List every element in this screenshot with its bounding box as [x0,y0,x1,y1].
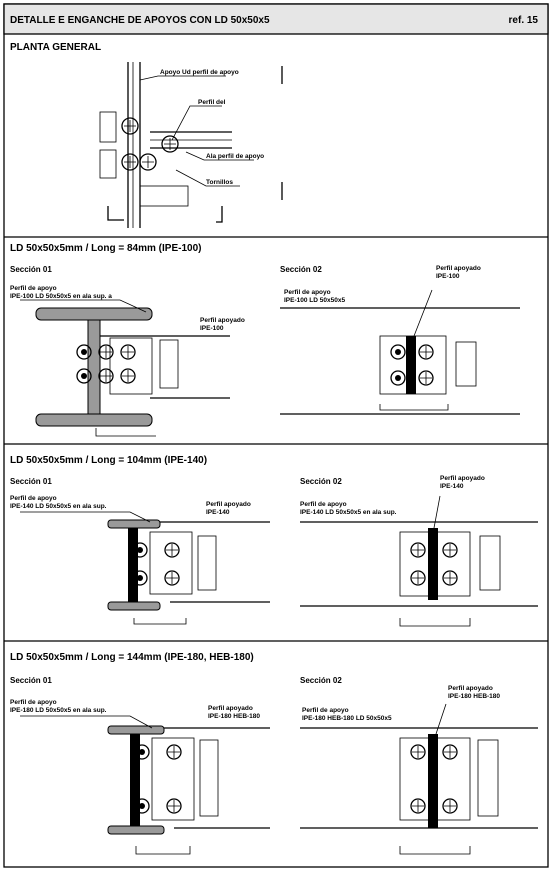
sheet-number: ref. 15 [509,15,539,26]
section-label: Sección 01 [10,477,52,486]
callout-label: IPE-100 [200,325,224,332]
bolt-icon [132,570,148,586]
section-label: Sección 02 [280,265,322,274]
bolt-icon [76,344,92,360]
bolt-icon [442,798,458,814]
callout-label: IPE-100 LD 50x50x5 en ala sup. a [10,293,112,300]
callout-label: Perfil de apoyo [300,501,347,508]
callout-label: Perfil apoyado [448,685,493,692]
bolt-icon [164,570,180,586]
section-label: Sección 02 [300,477,342,486]
callout-label: Apoyo Ud perfil de apoyo [160,69,239,76]
bolt-icon [98,344,114,360]
callout-label: IPE-140 [206,509,230,516]
bolt-icon [121,117,139,135]
bolt-icon [120,344,136,360]
bolt-icon [442,542,458,558]
callout-label: Perfil de apoyo [10,495,57,502]
bolt-icon [418,344,434,360]
callout-label: Perfil apoyado [436,265,481,272]
bolt-icon [390,370,406,386]
detail-panel-ipe100: LD 50x50x5mm / Long = 84mm (IPE-100) Sec… [10,243,520,437]
callout-label: Tornillos [206,179,233,186]
callout-label: Perfil apoyado [208,705,253,712]
sheet-title: DETALLE E ENGANCHE DE APOYOS CON LD 50x5… [10,15,270,26]
bolt-icon [164,542,180,558]
bolt-icon [410,744,426,760]
panel-title: LD 50x50x5mm / Long = 84mm (IPE-100) [10,243,201,254]
bolt-icon [134,744,150,760]
bolt-icon [132,542,148,558]
bolt-icon [418,370,434,386]
bolt-icon [166,798,182,814]
bolt-icon [76,368,92,384]
bolt-icon [134,798,150,814]
bolt-icon [121,153,139,171]
callout-label: IPE-140 LD 50x50x5 en ala sup. [300,509,397,516]
callout-label: IPE-100 LD 50x50x5 [284,297,345,304]
section-label: Sección 02 [300,676,342,685]
panel-title: PLANTA GENERAL [10,42,101,53]
sheet-border [3,3,549,868]
section-label: Sección 01 [10,265,52,274]
section-label: Sección 01 [10,676,52,685]
callout-label: Perfil apoyado [200,317,245,324]
callout-label: Perfil de apoyo [10,699,57,706]
detail-panel-ipe180: LD 50x50x5mm / Long = 144mm (IPE-180, HE… [10,652,538,855]
panel-title: LD 50x50x5mm / Long = 104mm (IPE-140) [10,455,207,466]
bolt-icon [139,153,157,171]
callout-label: Perfil apoyado [206,501,251,508]
bolt-icon [410,570,426,586]
bolt-icon [442,744,458,760]
callout-label: IPE-180 HEB-180 [448,693,500,700]
callout-label: Perfil del [198,99,226,106]
callout-label: IPE-100 [436,273,460,280]
bolt-icon [410,798,426,814]
plan-view-panel: PLANTA GENERAL Apoyo Ud perfil de apoyo … [10,42,283,228]
bolt-icon [161,135,179,153]
bolt-icon [390,344,406,360]
callout-label: IPE-140 [440,483,464,490]
bolt-icon [166,744,182,760]
bolt-icon [442,570,458,586]
detail-panel-ipe140: LD 50x50x5mm / Long = 104mm (IPE-140) Se… [10,455,538,627]
callout-label: Perfil apoyado [440,475,485,482]
callout-label: IPE-180 HEB-180 [208,713,260,720]
bolt-icon [410,542,426,558]
callout-label: IPE-180 LD 50x50x5 en ala sup. [10,707,107,714]
callout-label: Ala perfil de apoyo [206,153,264,160]
header-bar [3,3,549,35]
callout-label: Perfil de apoyo [284,289,331,296]
callout-label: Perfil de apoyo [302,707,349,714]
callout-label: Perfil de apoyo [10,285,57,292]
bolt-icon [120,368,136,384]
bolt-icon [98,368,114,384]
callout-label: IPE-180 HEB-180 LD 50x50x5 [302,715,392,722]
panel-title: LD 50x50x5mm / Long = 144mm (IPE-180, HE… [10,652,254,663]
callout-label: IPE-140 LD 50x50x5 en ala sup. [10,503,107,510]
